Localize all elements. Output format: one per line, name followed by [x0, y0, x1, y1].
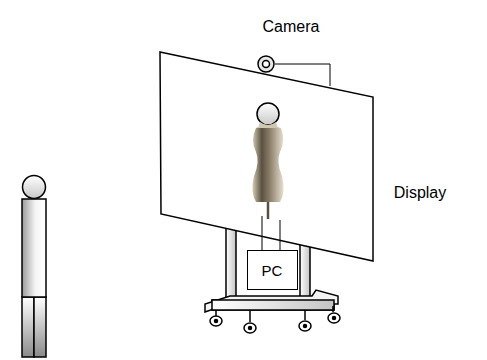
- mannequin-image: [252, 103, 283, 219]
- camera-symbol: [258, 56, 274, 72]
- node-text: PC: [262, 262, 283, 279]
- display-panel: [160, 52, 373, 261]
- part-label: Camera: [263, 18, 320, 36]
- person: [22, 176, 46, 358]
- caster-wheels: [210, 306, 340, 333]
- part-label: Display: [394, 184, 446, 202]
- pc-box: PC: [247, 250, 298, 290]
